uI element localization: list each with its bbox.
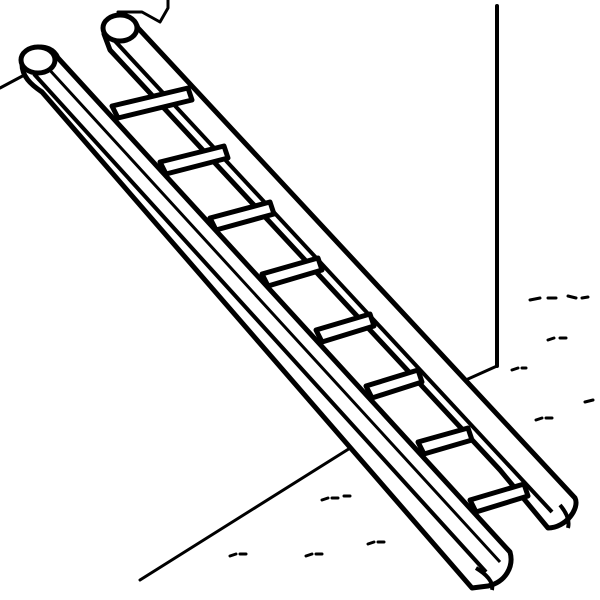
rung-6 bbox=[363, 367, 425, 401]
rung-7 bbox=[415, 425, 475, 457]
wall-floor-edge-back bbox=[116, 0, 170, 24]
rung-1 bbox=[109, 85, 195, 121]
rung-3 bbox=[207, 199, 277, 233]
ladder-left-rail bbox=[18, 44, 514, 591]
floor-texture bbox=[228, 294, 595, 558]
rung-5 bbox=[313, 311, 377, 345]
ladder-rungs bbox=[109, 85, 531, 515]
rung-4 bbox=[259, 255, 325, 289]
rung-2 bbox=[157, 143, 231, 177]
floor-line-left bbox=[138, 443, 357, 582]
rung-8 bbox=[467, 481, 531, 515]
